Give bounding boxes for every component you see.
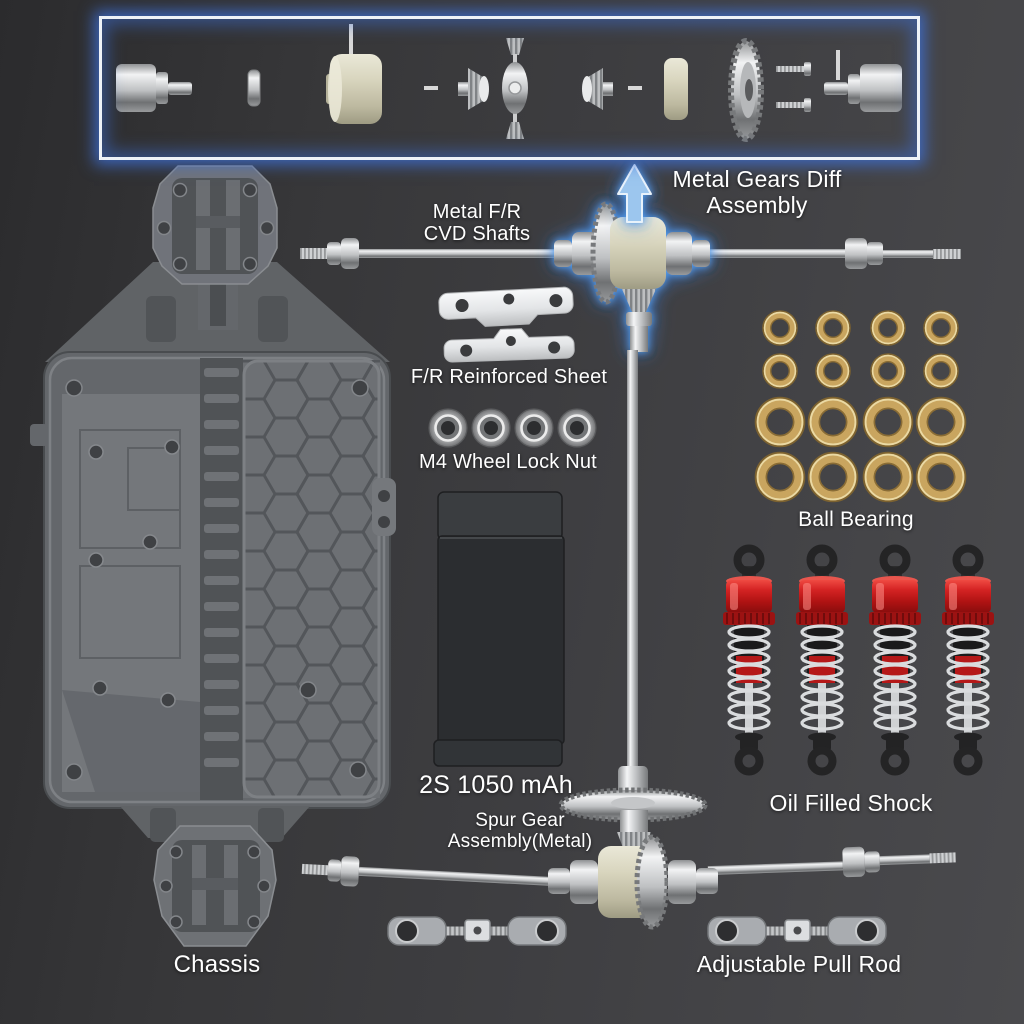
label-cvd-line2: CVD Shafts [423, 223, 531, 246]
pull-rods [388, 917, 886, 945]
chassis-illustration [30, 165, 396, 947]
label-chassis: Chassis [173, 951, 261, 978]
up-arrow-icon [617, 164, 652, 223]
label-diff-assembly: Metal Gears Diff Assembly [637, 166, 877, 219]
oil-shocks [723, 549, 994, 772]
exploded-diff-parts [116, 24, 902, 142]
label-cvd-line1: Metal F/R [432, 201, 522, 223]
label-spur-line1: Spur Gear [475, 810, 565, 831]
label-reinforced-sheet: F/R Reinforced Sheet [410, 366, 608, 388]
label-spur-line2: Assembly(Metal) [447, 831, 593, 853]
rear-axle-assembly [301, 834, 956, 930]
label-diff-assembly-line2: Assembly [706, 191, 808, 218]
label-cvd-shafts: Metal F/R CVD Shafts [397, 201, 557, 246]
label-spur-gear: Spur Gear Assembly(Metal) [400, 810, 640, 853]
label-ball-bearing: Ball Bearing [798, 508, 914, 531]
label-pull-rod: Adjustable Pull Rod [696, 951, 902, 977]
label-wheel-lock-nut: M4 Wheel Lock Nut [419, 451, 597, 473]
label-oil-shock: Oil Filled Shock [769, 790, 933, 816]
front-axle-assembly [300, 201, 961, 352]
diff-highlight-box [99, 16, 920, 160]
ball-bearings [756, 311, 966, 501]
label-diff-assembly-line1: Metal Gears Diff [672, 166, 842, 192]
label-battery: 2S 1050 mAh [419, 771, 573, 799]
reinforced-sheets [438, 286, 575, 363]
front-diff-glow [554, 201, 710, 352]
center-drive-shaft [618, 350, 648, 794]
wheel-lock-nuts [427, 407, 598, 449]
battery [433, 491, 565, 767]
